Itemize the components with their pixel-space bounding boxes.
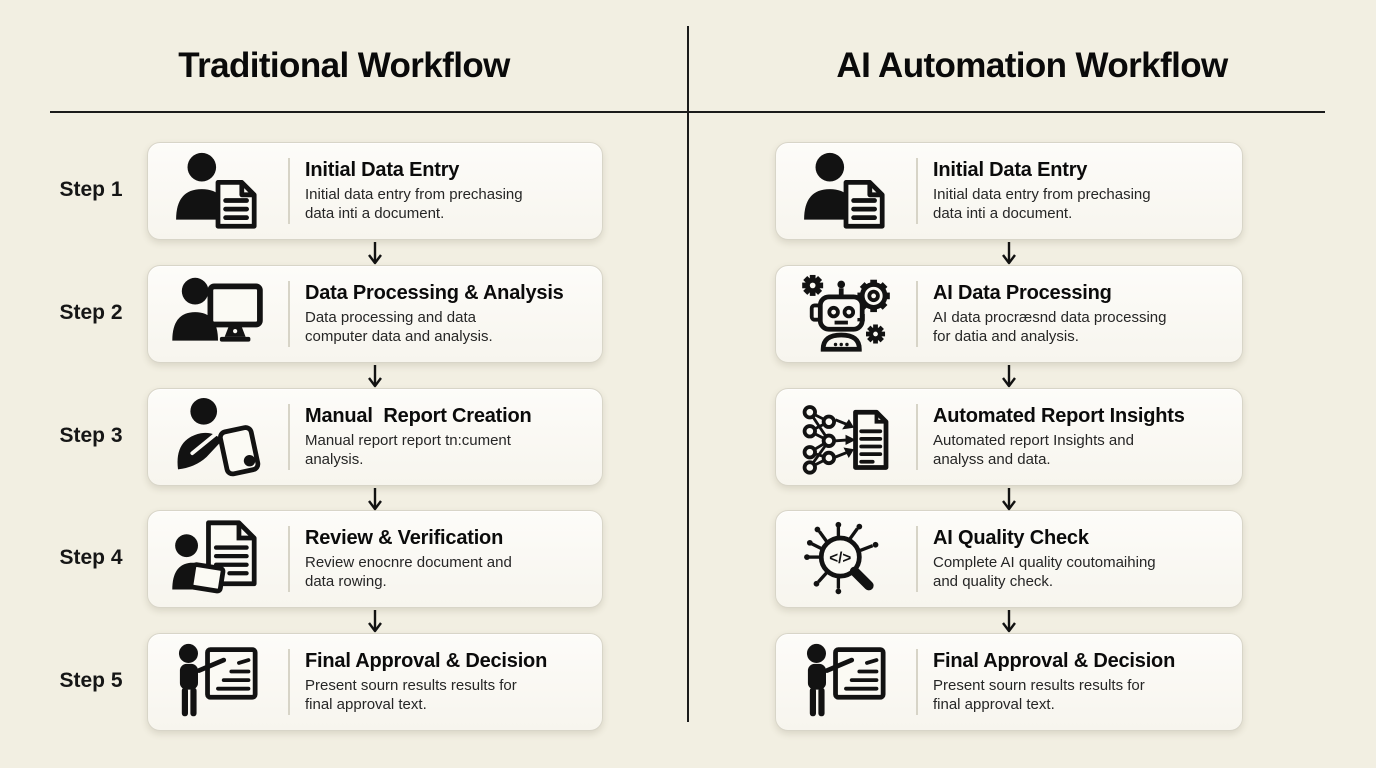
arrow-down-icon [1000, 609, 1018, 633]
card-divider [288, 649, 290, 715]
card-description: Data processing and data computer data a… [305, 309, 493, 345]
robot-gears-icon [776, 274, 916, 354]
arrow-down-icon [366, 609, 384, 633]
card-traditional-step-4: Review & Verification Review enocnre doc… [147, 510, 603, 608]
arrow-down-icon [1000, 487, 1018, 511]
card-divider [288, 526, 290, 592]
presenter-board-icon [776, 642, 916, 722]
ai-workflow-title: AI Automation Workflow [836, 46, 1228, 85]
card-divider [288, 404, 290, 470]
presenter-board-icon [148, 642, 288, 722]
card-description: AI data procræsnd data processing for da… [933, 309, 1167, 345]
step-label-4: Step 4 [59, 546, 123, 569]
card-traditional-step-3: Manual Report Creation Manual report rep… [147, 388, 603, 486]
card-description: Complete AI quality coutomaihing and qua… [933, 554, 1156, 590]
column-divider-line [687, 26, 689, 722]
card-title: Data Processing & Analysis [305, 282, 564, 305]
card-description: Present sourn results results for final … [305, 677, 517, 713]
card-title: Review & Verification [305, 527, 504, 550]
card-ai-step-3: Automated Report Insights Automated repo… [775, 388, 1243, 486]
card-ai-step-1: Initial Data Entry Initial data entry fr… [775, 142, 1243, 240]
arrow-down-icon [366, 241, 384, 265]
card-description: Manual report report tn:cument analysis. [305, 432, 511, 468]
card-divider [288, 158, 290, 224]
card-title: Manual Report Creation [305, 405, 532, 428]
person-writing-icon [148, 397, 288, 477]
ai-quality-magnifier-icon: </> [776, 519, 916, 599]
card-ai-step-4: </> AI Quality Check Complete AI quality… [775, 510, 1243, 608]
person-computer-icon [148, 274, 288, 354]
card-divider [916, 404, 918, 470]
card-description: Review enocnre document and data rowing. [305, 554, 512, 590]
card-title: AI Data Processing [933, 282, 1112, 305]
card-description: Initial data entry from prechasing data … [305, 186, 523, 222]
card-title: Initial Data Entry [305, 159, 460, 182]
card-ai-step-5: Final Approval & Decision Present sourn … [775, 633, 1243, 731]
card-description: Automated report Insights and analyss an… [933, 432, 1134, 468]
card-title: Final Approval & Decision [305, 650, 548, 673]
card-divider [916, 526, 918, 592]
arrow-down-icon [1000, 241, 1018, 265]
arrow-down-icon [366, 364, 384, 388]
card-traditional-step-1: Initial Data Entry Initial data entry fr… [147, 142, 603, 240]
step-label-2: Step 2 [59, 301, 123, 324]
card-description: Present sourn results results for final … [933, 677, 1145, 713]
card-title: Automated Report Insights [933, 405, 1185, 428]
svg-text:</>: </> [829, 550, 851, 567]
card-description: Initial data entry from prechasing data … [933, 186, 1151, 222]
card-divider [916, 649, 918, 715]
card-divider [916, 158, 918, 224]
card-traditional-step-2: Data Processing & Analysis Data processi… [147, 265, 603, 363]
step-label-5: Step 5 [59, 669, 123, 692]
arrow-down-icon [1000, 364, 1018, 388]
person-document-icon [148, 151, 288, 231]
card-ai-step-2: AI Data Processing AI data procræsnd dat… [775, 265, 1243, 363]
card-title: Initial Data Entry [933, 159, 1088, 182]
arrow-down-icon [366, 487, 384, 511]
card-divider [916, 281, 918, 347]
person-review-icon [148, 519, 288, 599]
step-label-3: Step 3 [59, 424, 123, 447]
card-divider [288, 281, 290, 347]
traditional-workflow-title: Traditional Workflow [178, 46, 510, 85]
card-title: AI Quality Check [933, 527, 1089, 550]
step-label-1: Step 1 [59, 178, 123, 201]
card-traditional-step-5: Final Approval & Decision Present sourn … [147, 633, 603, 731]
card-title: Final Approval & Decision [933, 650, 1176, 673]
person-document-icon [776, 151, 916, 231]
neural-network-document-icon [776, 397, 916, 477]
